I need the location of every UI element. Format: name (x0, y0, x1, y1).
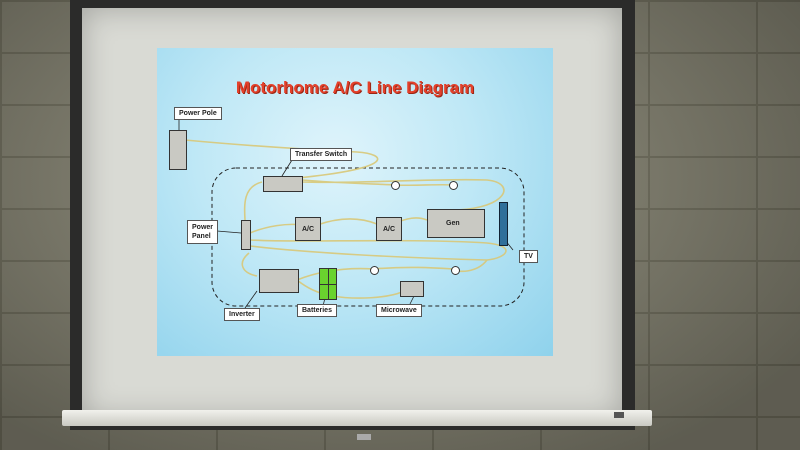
wire-inverter (241, 252, 258, 277)
screen-roller-cap (357, 434, 371, 440)
label-microwave: Microwave (376, 304, 422, 317)
inverter-box (259, 269, 299, 293)
outlet-upper-1 (391, 181, 400, 190)
microwave-box (400, 281, 424, 297)
leader-inverter (244, 290, 258, 309)
power-pole-box (169, 130, 187, 170)
transfer-switch-box (263, 176, 303, 192)
label-power-pole: Power Pole (174, 107, 222, 120)
label-transfer-switch: Transfer Switch (290, 148, 353, 161)
wire-ac1-to-ac2 (316, 218, 378, 226)
label-inverter: Inverter (224, 308, 260, 321)
label-tv: TV (519, 250, 538, 263)
generator: Gen (427, 209, 485, 238)
leader-transfer-switch (281, 159, 293, 177)
slide-title: Motorhome A/C Line Diagram (235, 78, 475, 97)
wire-outlet-4 (373, 266, 455, 270)
batteries-box (319, 268, 337, 300)
ac-unit-1: A/C (295, 217, 321, 241)
label-power-panel: Power Panel (187, 220, 219, 244)
wire-outlet-1 (301, 179, 396, 186)
leader-power-panel (216, 230, 242, 234)
wire-outlet-3 (296, 267, 375, 281)
wire-upper-run (301, 178, 505, 211)
wire-pole-to-transfer (184, 139, 379, 179)
label-batteries: Batteries (297, 304, 337, 317)
tv-unit (499, 202, 508, 246)
outlet-upper-2 (449, 181, 458, 190)
outlet-lower-2 (451, 266, 460, 275)
motorhome-outline (211, 167, 525, 307)
screen-roller-bar (62, 410, 652, 426)
power-panel-box (241, 220, 251, 250)
wire-panel-lower (249, 239, 507, 261)
outlet-lower-1 (370, 266, 379, 275)
wire-microwave (331, 291, 403, 299)
wire-lower-run (249, 245, 488, 261)
wire-outlet-2 (394, 183, 454, 187)
projected-slide: Motorhome A/C Line Diagram (157, 48, 553, 356)
ac-unit-2: A/C (376, 217, 402, 241)
wiring-diagram (178, 120, 525, 309)
screen-pull-tab (614, 412, 624, 418)
